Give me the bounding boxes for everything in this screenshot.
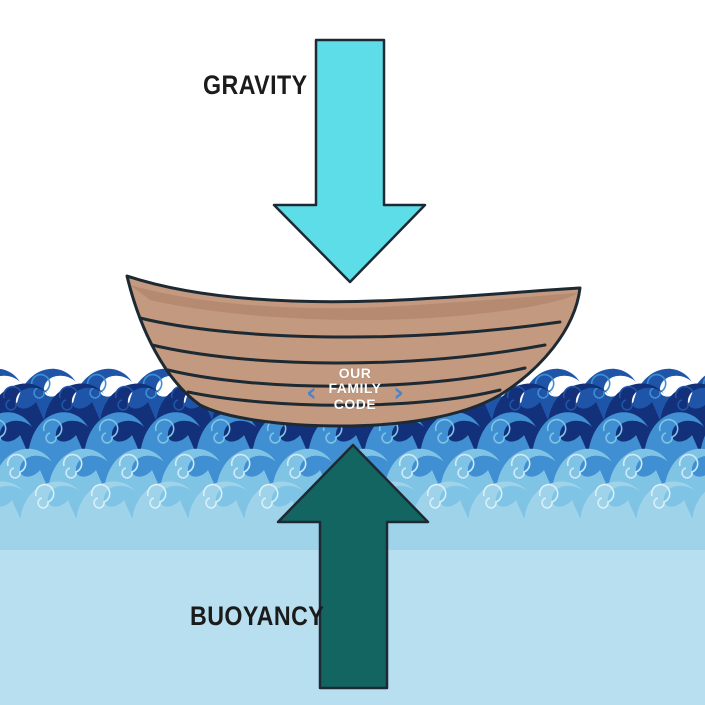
watermark-line-1: OUR (338, 365, 372, 381)
wave-curl (534, 373, 555, 399)
wave-curl (490, 418, 511, 444)
boat-plank-line (150, 343, 547, 365)
wave-curl (142, 373, 163, 399)
boat-plank-line (186, 388, 502, 407)
wave-curl (6, 453, 27, 479)
boat-planks (138, 316, 562, 407)
wave-curl (562, 385, 583, 411)
wave-crest (122, 481, 202, 550)
wave-curl (118, 453, 139, 479)
buoyancy-label: BUOYANCY (190, 601, 325, 631)
wave-curl (42, 418, 63, 444)
wave-curl (546, 418, 567, 444)
boat-plank-line (166, 366, 527, 388)
wave-crest (74, 412, 154, 485)
wave-curl (454, 453, 475, 479)
wave-curl (434, 418, 455, 444)
watermark-line-3: CODE (333, 396, 377, 412)
boat-hull (125, 274, 582, 428)
wave-crest (690, 435, 705, 485)
wave-crest (682, 492, 705, 550)
boat-plank-line (138, 316, 562, 339)
wave-curl (678, 453, 699, 479)
wave-curl (398, 453, 419, 479)
wave-curl (618, 385, 639, 411)
wave-curl (594, 483, 615, 509)
wave-curl (34, 483, 55, 509)
wave-curl (602, 418, 623, 444)
wave-curl (170, 385, 191, 411)
wave-curl (258, 483, 279, 509)
wave-curl (646, 373, 667, 399)
wave-crest (234, 481, 314, 550)
wave-crest (130, 412, 210, 485)
wave-curl (202, 483, 223, 509)
boat-inner-shadow (130, 285, 577, 320)
wave-crest (570, 481, 650, 550)
wave-crest (410, 412, 490, 485)
wave-curl (146, 483, 167, 509)
wave-curl (58, 385, 79, 411)
wave-crest (10, 481, 90, 550)
wave-crest (66, 481, 146, 550)
wave-curl (98, 418, 119, 444)
wave-crest (522, 412, 602, 485)
watermark-logo: ‹ OUR FAMILY CODE › (300, 364, 410, 426)
wave-crest (402, 481, 482, 550)
wave-curl (230, 453, 251, 479)
wave-crest (626, 481, 705, 550)
wave-curl (30, 373, 51, 399)
wave-curl (566, 453, 587, 479)
wave-crest (578, 412, 658, 485)
wave-crest (178, 481, 258, 550)
wave-curl (286, 453, 307, 479)
boat (125, 274, 582, 428)
wave-curl (622, 453, 643, 479)
wave-curl (174, 453, 195, 479)
wave-curl (590, 373, 611, 399)
wave-crest (514, 481, 594, 550)
wave-curl (62, 453, 83, 479)
wave-curl (538, 483, 559, 509)
wave-curl (2, 385, 23, 411)
watermark-bracket-right: › (393, 378, 404, 408)
wave-curl (0, 419, 7, 441)
wave-curl (90, 483, 111, 509)
wave-crest (18, 412, 98, 485)
wave-curl (210, 418, 231, 444)
gravity-label: GRAVITY (203, 70, 308, 100)
wave-curl (658, 418, 679, 444)
wave-curl (86, 373, 107, 399)
buoyancy-arrow (276, 443, 430, 690)
gravity-arrow (272, 38, 427, 284)
watermark-bracket-left: ‹ (306, 378, 317, 408)
wave-curl (674, 385, 695, 411)
wave-crest (242, 412, 322, 485)
wave-curl (650, 483, 671, 509)
wave-curl (482, 483, 503, 509)
wave-curl (114, 385, 135, 411)
wave-curl (426, 483, 447, 509)
wave-crest (458, 481, 538, 550)
wave-curl (510, 453, 531, 479)
watermark-line-2: FAMILY (328, 380, 382, 396)
wave-crest (466, 412, 546, 485)
wave-curl (154, 418, 175, 444)
wave-crest (186, 412, 266, 485)
